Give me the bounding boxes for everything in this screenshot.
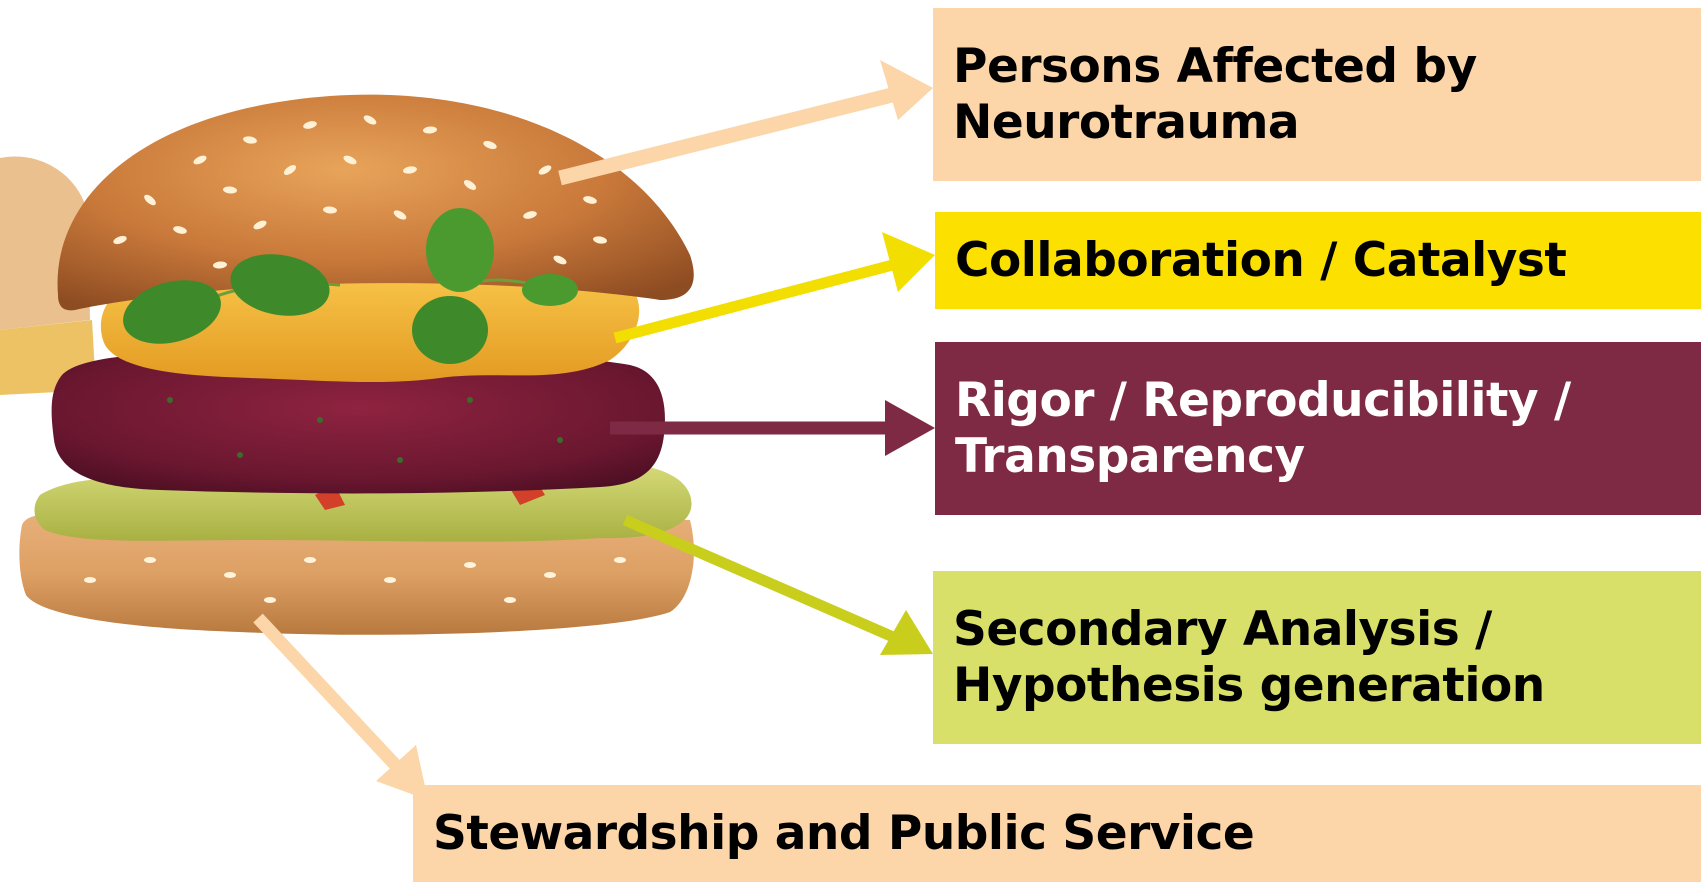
arrow-stewardship	[253, 613, 428, 800]
label-collaboration: Collaboration / Catalyst	[935, 212, 1701, 309]
arrow-persons	[558, 60, 933, 186]
label-collaboration-text: Collaboration / Catalyst	[955, 232, 1567, 288]
bottom-bun	[19, 512, 694, 635]
label-persons-affected: Persons Affected by Neurotrauma	[933, 8, 1701, 181]
label-stewardship: Stewardship and Public Service	[413, 785, 1701, 882]
label-rigor-text: Rigor / Reproducibility / Transparency	[955, 373, 1571, 484]
arrow-collaboration	[613, 232, 935, 344]
beet-patty	[51, 351, 665, 494]
label-persons-text: Persons Affected by Neurotrauma	[953, 39, 1477, 150]
label-secondary-text: Secondary Analysis / Hypothesis generati…	[953, 602, 1545, 713]
arrow-rigor	[610, 400, 935, 456]
microgreens	[123, 208, 578, 364]
label-stewardship-text: Stewardship and Public Service	[433, 805, 1255, 861]
arrow-secondary	[622, 514, 933, 655]
top-bun	[57, 94, 694, 311]
label-rigor: Rigor / Reproducibility / Transparency	[935, 342, 1701, 515]
hummus-spread	[100, 270, 640, 383]
label-secondary-analysis: Secondary Analysis / Hypothesis generati…	[933, 571, 1701, 744]
